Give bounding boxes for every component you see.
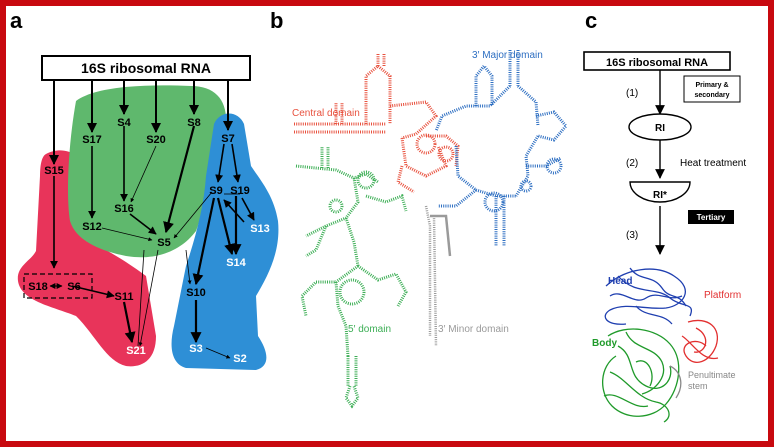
- step2-number: (2): [626, 158, 638, 169]
- panel-b: b Central domain: [270, 8, 568, 409]
- panel-a: a 16S ribosomal RNA: [10, 8, 279, 370]
- five-prime-domain-label: 5′ domain: [348, 324, 391, 335]
- minor-domain-structure: [424, 205, 452, 347]
- rrna-box: [583, 51, 731, 71]
- blue-region: [171, 113, 279, 370]
- protein-s8: S8: [187, 117, 200, 129]
- root-label: 16S ribosomal RNA: [81, 60, 211, 76]
- protein-labels: S15 S17 S4 S20 S8 S7 S9 S19 S13 S16 S12 …: [28, 117, 270, 365]
- protein-s3: S3: [189, 343, 202, 355]
- protein-s17: S17: [82, 134, 102, 146]
- protein-s2: S2: [233, 353, 246, 365]
- protein-s6: S6: [67, 281, 80, 293]
- panel-c-letter: c: [585, 8, 597, 33]
- penlabel-line-2: stem: [688, 381, 708, 391]
- root-box: [41, 55, 251, 81]
- protein-s19: S19: [230, 185, 250, 197]
- penlabel-line-1: Penultimate: [688, 370, 736, 380]
- figure-canvas: a 16S ribosomal RNA: [10, 8, 746, 423]
- protein-s18: S18: [28, 281, 48, 293]
- protein-s12: S12: [82, 221, 102, 233]
- figure-frame: a 16S ribosomal RNA: [6, 6, 768, 441]
- protein-s10: S10: [186, 287, 206, 299]
- panel-c: c 16S ribosomal RNA (1) Primary & seconda…: [583, 8, 746, 423]
- step1-note: Primary & secondary: [694, 82, 729, 99]
- s18-s6-complex-box: [23, 273, 93, 299]
- protein-s9: S9: [209, 185, 222, 197]
- protein-s5: S5: [157, 237, 170, 249]
- major-domain-label: 3′ Major domain: [472, 50, 543, 61]
- protein-s11: S11: [115, 291, 134, 303]
- protein-s20: S20: [146, 134, 166, 146]
- protein-s21: S21: [126, 345, 146, 357]
- s1note-line-1: Primary &: [695, 82, 728, 89]
- head-ribbon: [604, 267, 693, 325]
- step3-number: (3): [626, 230, 638, 241]
- step2-note: Heat treatment: [680, 158, 746, 169]
- protein-s15: S15: [44, 165, 64, 177]
- platform-ribbon: [681, 319, 719, 363]
- rrna-label: 16S ribosomal RNA: [606, 57, 708, 69]
- head-label: Head: [608, 276, 632, 287]
- panel-b-letter: b: [270, 8, 283, 33]
- body-label: Body: [592, 338, 617, 349]
- protein-s4: S4: [117, 117, 131, 129]
- step3-note-box: [688, 210, 734, 224]
- green-region: [68, 85, 227, 258]
- red-region: [17, 150, 156, 367]
- body-ribbon: [601, 328, 680, 423]
- ribosome-structure: [601, 267, 719, 423]
- step1-number: (1): [626, 88, 638, 99]
- root-arrows: [49, 80, 233, 165]
- ri-label: RI: [655, 123, 665, 134]
- platform-label: Platform: [704, 290, 741, 301]
- protein-s13: S13: [250, 223, 270, 235]
- protein-s14: S14: [226, 257, 246, 269]
- s1note-line-2: secondary: [694, 92, 729, 99]
- central-domain-structure: [294, 54, 460, 194]
- protein-s16: S16: [114, 203, 134, 215]
- panel-a-letter: a: [10, 8, 23, 33]
- dependency-arrows: [49, 125, 255, 359]
- penultimate-stem-ribbon: [669, 365, 682, 399]
- major-domain-structure: [434, 50, 568, 246]
- ri-star-label: RI*: [653, 190, 667, 201]
- step1-note-box: [683, 75, 741, 103]
- step3-note: Tertiary: [697, 213, 726, 222]
- minor-domain-label: 3′ Minor domain: [438, 324, 509, 335]
- ri-star-state: [629, 181, 691, 203]
- five-prime-domain-structure: [295, 146, 408, 409]
- central-domain-label: Central domain: [292, 108, 360, 119]
- protein-s7: S7: [221, 133, 234, 145]
